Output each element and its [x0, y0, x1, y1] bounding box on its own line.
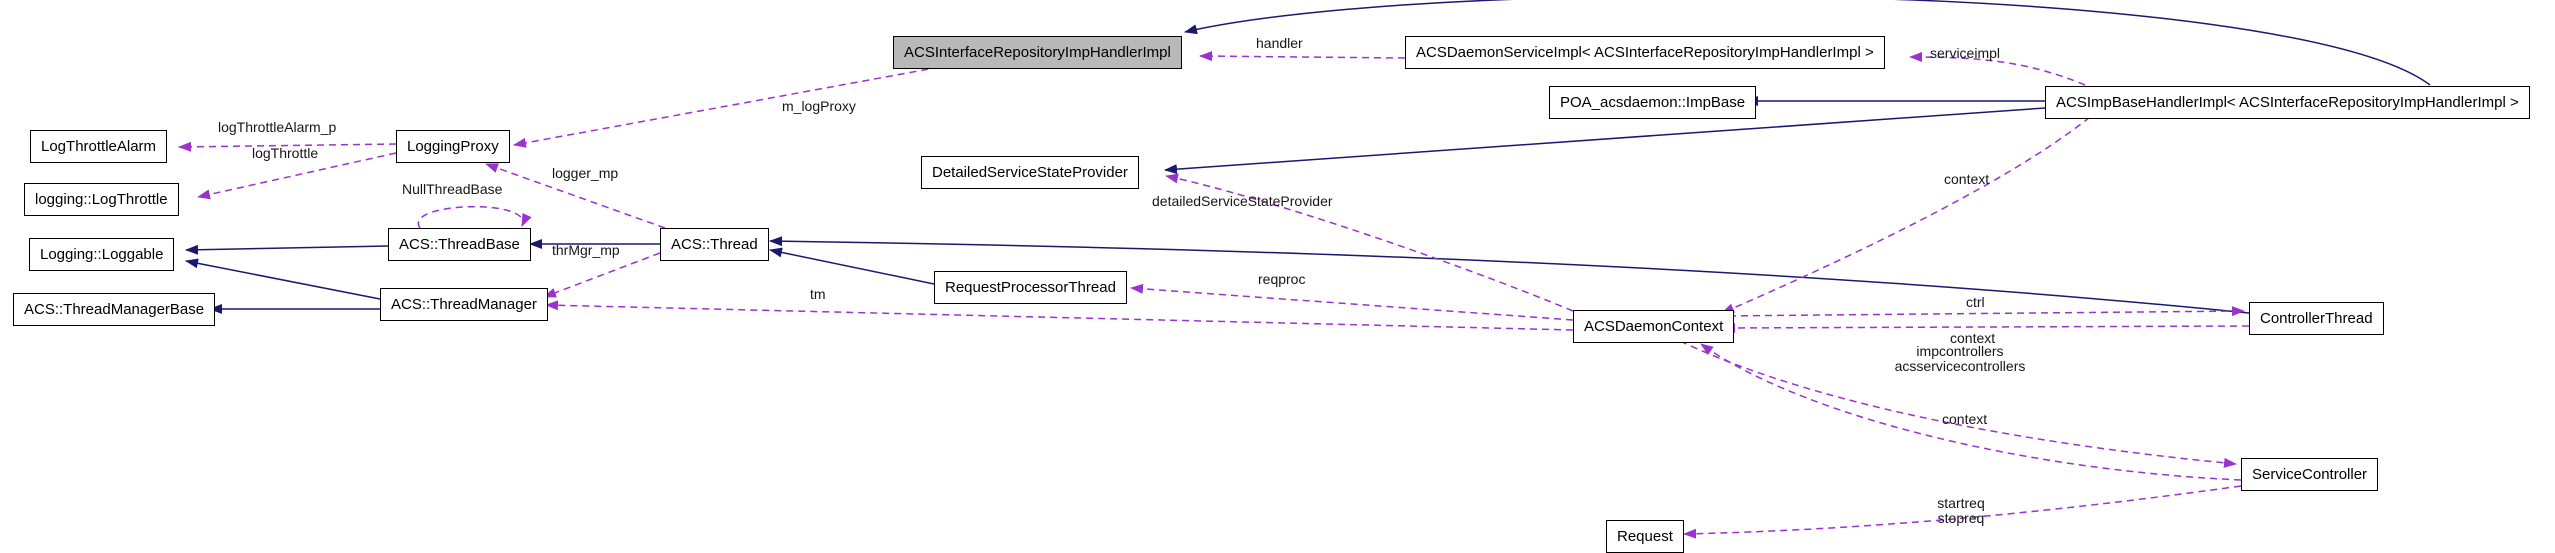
node-controllerthread[interactable]: ControllerThread [2249, 302, 2384, 335]
node-acs-thread[interactable]: ACS::Thread [660, 228, 769, 261]
edge-label-logthrottle: logThrottle [252, 145, 319, 161]
edge-label-context-impbase: context [1944, 171, 1990, 187]
edge-label-acsservicecontrollers-line: acsservicecontrollers [1894, 358, 2026, 374]
edge-ctrl [1716, 306, 2245, 317]
node-logthrottlealarm[interactable]: LogThrottleAlarm [30, 130, 168, 163]
edge-label-stopreq-line: stopreq [1937, 510, 1985, 526]
node-acs-threadbase[interactable]: ACS::ThreadBase [388, 228, 531, 261]
node-logging-logthrottle[interactable]: logging::LogThrottle [24, 183, 179, 216]
edge-label-ctrl: ctrl [1966, 294, 1985, 310]
node-acsdaemonserviceimpl[interactable]: ACSDaemonServiceImpl< ACSInterfaceReposi… [1405, 36, 1885, 69]
edge-label-handler: handler [1256, 35, 1303, 51]
edge-label-startreq-line: startreq [1937, 495, 1985, 511]
edge-threadbase-to-loggable [185, 244, 389, 255]
edge-requestprocessorthread-to-thread [769, 247, 935, 285]
edge-m-logproxy [513, 66, 941, 148]
edge-thrmgr-mp [543, 252, 661, 298]
edge-serviceimpl [1909, 52, 2086, 86]
node-loggingproxy[interactable]: LoggingProxy [396, 130, 510, 163]
edge-tm [545, 300, 1574, 331]
node-acs-threadmanagerbase[interactable]: ACS::ThreadManagerBase [13, 293, 216, 326]
edge-context-controller [1722, 322, 2250, 333]
node-requestprocessorthread[interactable]: RequestProcessorThread [934, 271, 1127, 304]
node-detailedservicestateprovider[interactable]: DetailedServiceStateProvider [921, 156, 1139, 189]
edge-label-m-logproxy: m_logProxy [782, 98, 856, 114]
edge-detailedservicestateprovider [1165, 173, 1574, 312]
node-request[interactable]: Request [1606, 520, 1684, 553]
edge-threadmanager-to-loggable [185, 258, 381, 300]
edge-label-logger-mp: logger_mp [552, 165, 619, 181]
edge-label-context-controller: context [1950, 330, 1996, 346]
edge-inheritance-arc-impbasehandler-focal [1184, 0, 2431, 86]
node-acsinterfacerepositoryimphandlerimpl[interactable]: ACSInterfaceRepositoryImpHandlerImpl [893, 36, 1182, 69]
edge-logthrottle [197, 152, 397, 200]
edge-context-impbase [1721, 116, 2091, 314]
edge-label-serviceimpl: serviceimpl [1930, 45, 2001, 61]
edge-label-impcontrollers-line: impcontrollers [1916, 343, 2004, 359]
edge-handler [1199, 51, 1406, 62]
edge-logthrottlealarm-p [178, 141, 397, 152]
edge-label-startreq-stopreq: startreq stopreq [1916, 496, 2006, 526]
edge-logger-mp [485, 163, 666, 229]
edge-nullthreadbase-selfloop [417, 206, 532, 229]
edge-label-thrmgr-mp: thrMgr_mp [552, 242, 620, 258]
node-poa-acsdaemon-impbase[interactable]: POA_acsdaemon::ImpBase [1549, 86, 1757, 119]
node-logging-loggable[interactable]: Logging::Loggable [29, 238, 175, 271]
edge-label-impcontrollers-acsservicecontrollers: impcontrollers acsservicecontrollers [1870, 344, 2050, 374]
node-acsdaemoncontext[interactable]: ACSDaemonContext [1573, 310, 1735, 343]
edge-label-reqproc: reqproc [1258, 271, 1306, 287]
edge-label-context-service: context [1942, 411, 1988, 427]
edge-impbasehandler-to-detailedservicestateprovider [1164, 107, 2046, 175]
edge-impcontrollers [1679, 340, 2237, 468]
edge-controllerthread-to-thread [769, 236, 2250, 314]
edge-label-detailedservicestateprovider: detailedServiceStateProvider [1152, 193, 1333, 209]
edge-label-nullthreadbase: NullThreadBase [402, 181, 503, 197]
node-acsimpbasehandlerimpl[interactable]: ACSImpBaseHandlerImpl< ACSInterfaceRepos… [2045, 86, 2530, 119]
edge-context-service [1700, 343, 2242, 481]
edge-startreq-stopreq [1683, 485, 2242, 539]
node-acs-threadmanager[interactable]: ACS::ThreadManager [380, 288, 548, 321]
edge-label-tm: tm [810, 286, 826, 302]
node-servicecontroller[interactable]: ServiceController [2241, 458, 2379, 491]
edge-label-logthrottlealarm-p: logThrottleAlarm_p [218, 119, 337, 135]
edge-reqproc [1130, 283, 1574, 321]
